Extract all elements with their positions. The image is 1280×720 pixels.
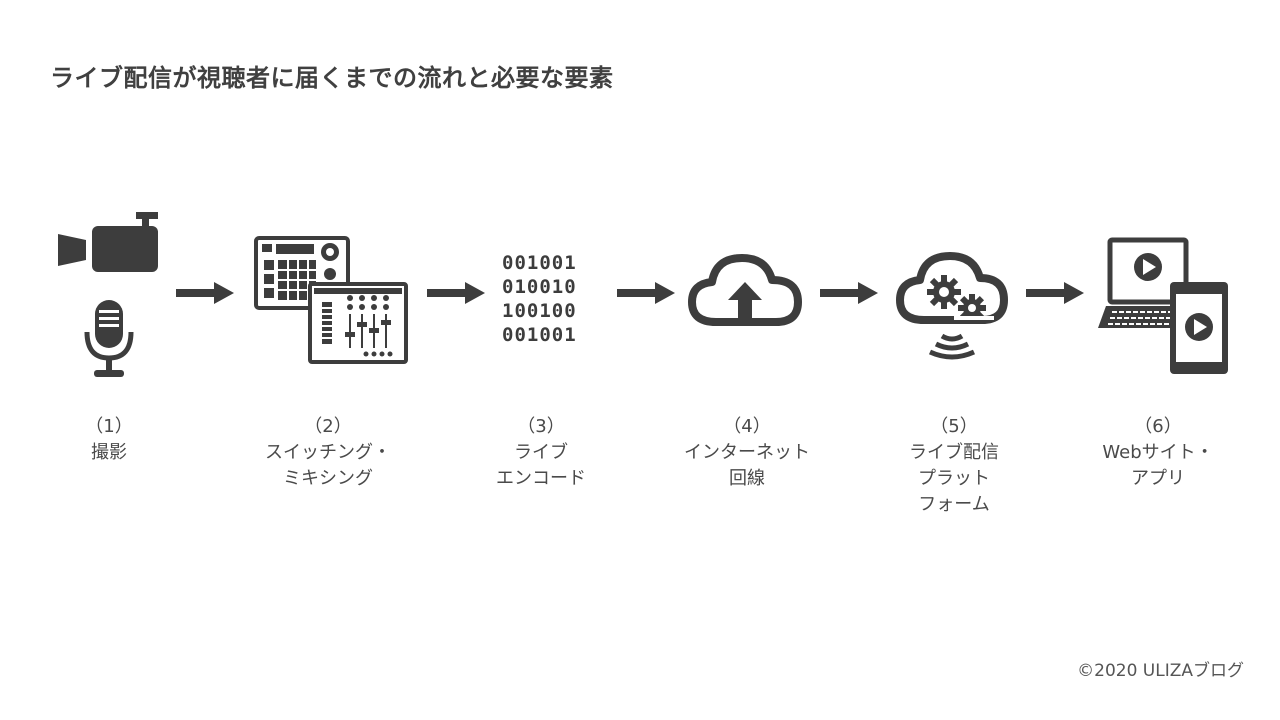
- step-5-text: フォーム: [918, 494, 990, 515]
- mixer-icon: [308, 282, 408, 364]
- diagram-title: ライブ配信が視聴者に届くまでの流れと必要な要素: [50, 64, 614, 92]
- step-2-label: （2） スイッチング・ ミキシング: [233, 414, 423, 492]
- step-2-text: スイッチング・: [265, 442, 391, 463]
- arrow-1-icon: [176, 282, 234, 304]
- step-5-text: プラット: [918, 468, 990, 489]
- step-3-text: ライブ: [514, 442, 568, 463]
- cloud-gears-icon: [896, 252, 1008, 360]
- binary-line: 010010: [502, 276, 577, 298]
- cloud-upload-icon: [688, 254, 802, 326]
- binary-line: 100100: [502, 300, 577, 322]
- step-4-text: インターネット: [684, 442, 810, 463]
- step-4-text: 回線: [729, 468, 765, 489]
- step-1-text: 撮影: [91, 442, 127, 463]
- step-5-number: （5）: [930, 416, 978, 437]
- step-6-number: （6）: [1134, 416, 1182, 437]
- step-6-label: （6） Webサイト・ アプリ: [1063, 414, 1253, 492]
- step-3-label: （3） ライブ エンコード: [446, 414, 636, 492]
- arrow-3-icon: [617, 282, 675, 304]
- step-6-text: Webサイト・: [1102, 442, 1214, 463]
- microphone-icon: [84, 300, 134, 377]
- step-5-text: ライブ配信: [909, 442, 999, 463]
- step-1-label: （1） 撮影: [14, 414, 204, 466]
- smartphone-icon: [1170, 282, 1228, 374]
- copyright-footer: ©2020 ULIZAブログ: [1077, 661, 1244, 681]
- step-4-label: （4） インターネット 回線: [652, 414, 842, 492]
- step-2-text: ミキシング: [283, 468, 373, 489]
- step-1-number: （1）: [85, 416, 133, 437]
- arrow-4-icon: [820, 282, 878, 304]
- binary-code-icon: 001001 010010 100100 001001: [502, 251, 577, 347]
- step-3-number: （3）: [517, 416, 565, 437]
- step-4-number: （4）: [723, 416, 771, 437]
- arrow-2-icon: [427, 282, 485, 304]
- arrow-5-icon: [1026, 282, 1084, 304]
- binary-line: 001001: [502, 324, 577, 346]
- step-2-number: （2）: [304, 416, 352, 437]
- step-3-text: エンコード: [496, 468, 586, 489]
- video-camera-icon: [58, 212, 158, 272]
- step-5-label: （5） ライブ配信 プラット フォーム: [859, 414, 1049, 518]
- binary-line: 001001: [502, 252, 577, 274]
- step-6-text: アプリ: [1131, 468, 1185, 489]
